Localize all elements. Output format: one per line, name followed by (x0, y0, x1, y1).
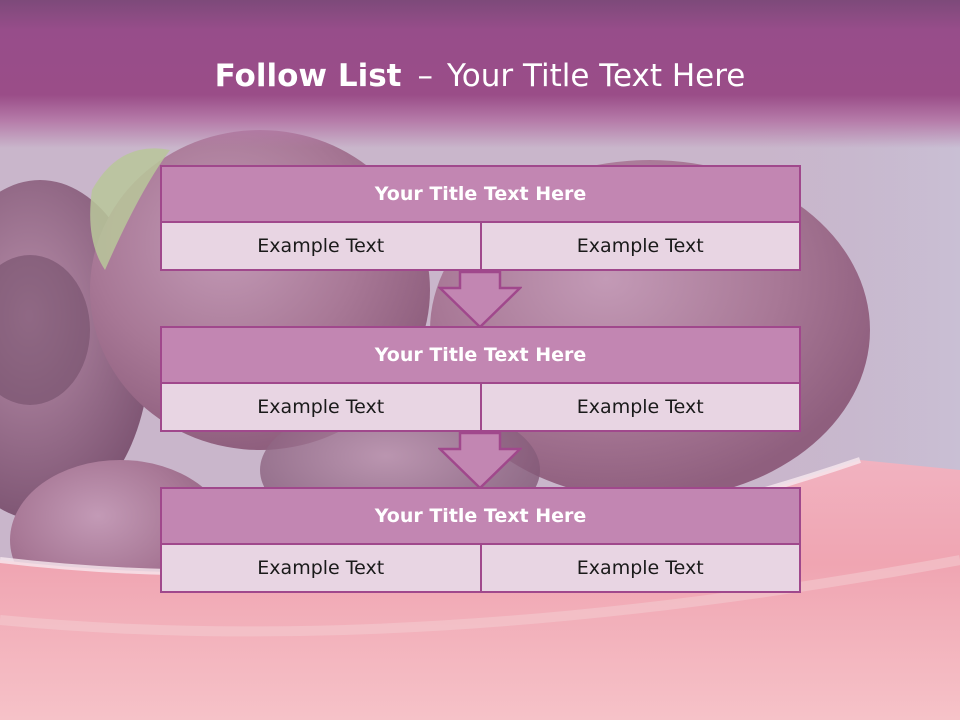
list-block: Your Title Text Here Example Text Exampl… (160, 326, 801, 432)
block-row: Example Text Example Text (160, 382, 801, 432)
block-cell: Example Text (160, 382, 482, 432)
block-row: Example Text Example Text (160, 543, 801, 593)
title-bold: Follow List (214, 58, 402, 94)
block-cell: Example Text (479, 382, 801, 432)
down-arrow-icon (438, 270, 522, 329)
block-title: Your Title Text Here (160, 165, 801, 223)
title-bar (0, 0, 960, 148)
title-rest: Your Title Text Here (446, 58, 746, 94)
slide-title: Follow List–Your Title Text Here (0, 52, 960, 100)
block-cell: Example Text (160, 543, 482, 593)
block-title: Your Title Text Here (160, 326, 801, 384)
list-block: Your Title Text Here Example Text Exampl… (160, 165, 801, 271)
block-cell: Example Text (479, 543, 801, 593)
block-cell: Example Text (160, 221, 482, 271)
list-block: Your Title Text Here Example Text Exampl… (160, 487, 801, 593)
title-separator: – (417, 58, 433, 94)
down-arrow-icon (438, 431, 522, 490)
block-cell: Example Text (479, 221, 801, 271)
block-title: Your Title Text Here (160, 487, 801, 545)
block-row: Example Text Example Text (160, 221, 801, 271)
